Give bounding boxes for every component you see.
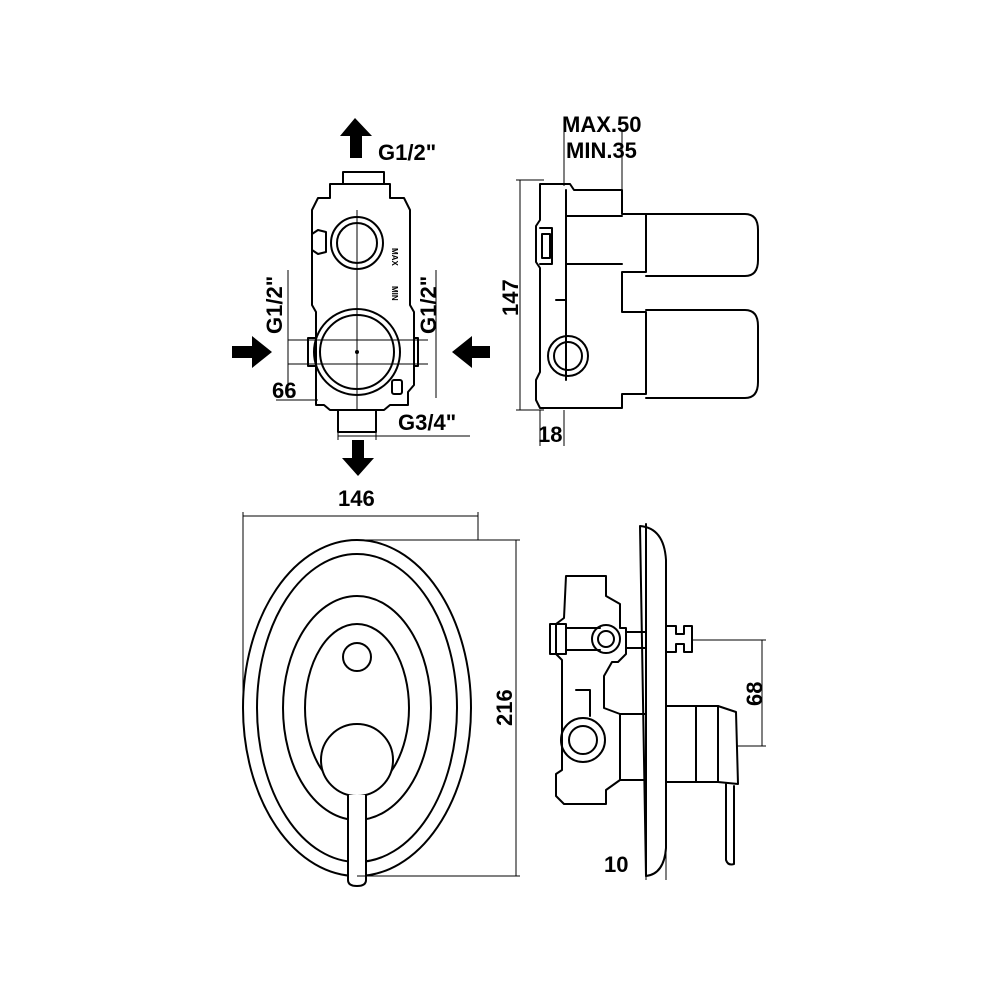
dim-lever-offset: 68 <box>742 682 767 706</box>
dim-body-offset: 18 <box>538 422 562 447</box>
assembly-side-view <box>549 523 766 880</box>
arrow-left-icon <box>452 336 490 368</box>
body-min-mark: MIN <box>390 286 399 301</box>
flow-arrows <box>232 118 490 476</box>
front-view-dimensions <box>276 270 470 440</box>
label-inlet-right: G1/2" <box>416 276 441 334</box>
arrow-down-icon <box>342 440 374 476</box>
dim-wall-depth-max: MAX.50 <box>562 112 641 137</box>
dim-port-spacing: 66 <box>272 378 296 403</box>
label-inlet-left: G1/2" <box>262 276 287 334</box>
label-outlet-bottom: G3/4" <box>398 410 456 435</box>
dim-plate-thickness: 10 <box>604 852 628 877</box>
dim-plate-height: 216 <box>492 689 517 726</box>
dim-plate-width: 146 <box>338 486 375 511</box>
body-max-mark: MAX <box>390 248 399 266</box>
body-side-view <box>516 130 759 446</box>
arrow-right-icon <box>232 336 272 368</box>
arrow-up-icon <box>340 118 372 158</box>
label-inlet-top: G1/2" <box>378 140 436 165</box>
dim-wall-depth-min: MIN.35 <box>566 138 637 163</box>
body-front-view: MAX MIN <box>288 171 428 433</box>
dim-body-height: 147 <box>498 279 523 316</box>
cover-plate-front <box>242 512 520 888</box>
